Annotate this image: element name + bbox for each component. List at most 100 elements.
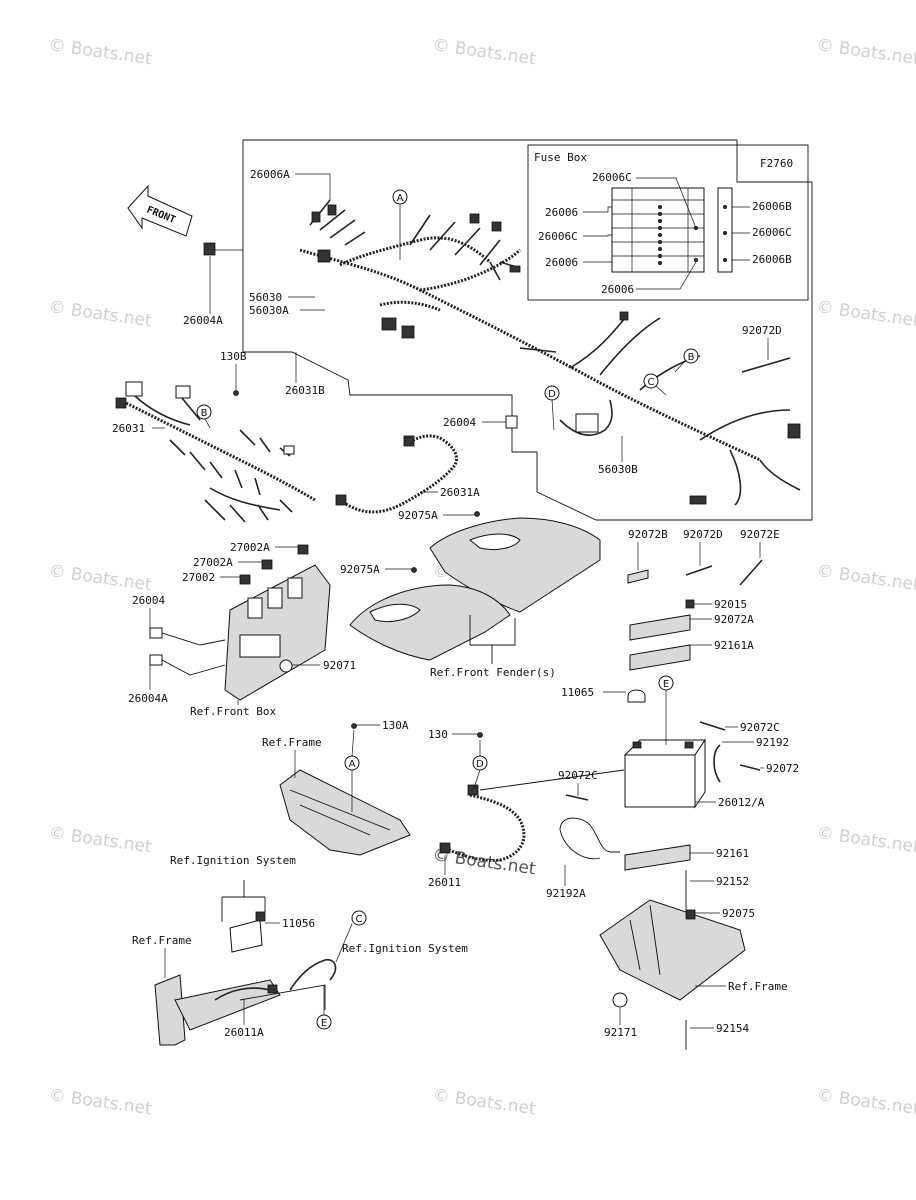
part-number: 92075	[722, 907, 755, 920]
part-number: 27002	[182, 571, 215, 584]
fuse-label: 26006	[545, 206, 578, 219]
watermark: © Boats.net	[47, 35, 153, 69]
watermark: © Boats.net	[47, 823, 153, 857]
callout-letter: A	[397, 193, 404, 204]
callout-letter: D	[548, 389, 556, 400]
callout-letter: A	[349, 759, 356, 770]
part-number: 26004A	[128, 692, 168, 705]
front-direction-arrow: FRONT	[127, 184, 193, 237]
watermark: © Boats.net	[815, 35, 916, 69]
part-number: 26011A	[224, 1026, 264, 1039]
fuse-spare-block	[717, 187, 733, 273]
part-number: 56030B	[598, 463, 638, 476]
watermark: © Boats.net	[47, 297, 153, 331]
part-number: 92072D	[683, 528, 723, 541]
part-number: 92171	[604, 1026, 637, 1039]
cable-26031A	[335, 434, 458, 514]
fuse-label: 26006C	[538, 230, 578, 243]
callout-letter: C	[648, 377, 655, 388]
ref-label: Ref.Ignition System	[342, 942, 468, 955]
part-number: 92072C	[740, 721, 780, 734]
part-number: 92075A	[340, 563, 380, 576]
callout-markers: A B B C D E A D C E	[196, 189, 699, 1030]
part-number: 56030A	[249, 304, 289, 317]
part-number: 92161A	[714, 639, 754, 652]
ref-label: Ref.Frame	[132, 934, 192, 947]
battery-cables	[439, 732, 625, 862]
callout-letter: B	[688, 352, 695, 363]
part-number: 56030	[249, 291, 282, 304]
ref-label: Ref.Frame	[262, 736, 322, 749]
watermark: © Boats.net	[47, 1085, 153, 1119]
part-number: 92161	[716, 847, 749, 860]
watermark: © Boats.net	[815, 823, 916, 857]
fuse-label: 26006	[545, 256, 578, 269]
fuse-box-frame	[527, 144, 809, 301]
part-number: 92072D	[742, 324, 782, 337]
callout-letter: E	[321, 1018, 327, 1029]
ref-label: Ref.Frame	[728, 980, 788, 993]
part-number: 26006A	[250, 168, 290, 181]
fuse-label: 26006B	[752, 200, 792, 213]
figure-code: F2760	[760, 157, 793, 170]
fuse-label: 26006	[601, 283, 634, 296]
part-number: 26031	[112, 422, 145, 435]
part-number: 92072B	[628, 528, 668, 541]
harness-26031	[115, 381, 316, 523]
part-number: 92071	[323, 659, 356, 672]
callout-letter: B	[201, 408, 208, 419]
part-number: 92075A	[398, 509, 438, 522]
watermark: © Boats.net	[815, 297, 916, 331]
part-labels: 26006A 26004A 56030 56030A 130B 26031B 9…	[112, 168, 799, 1039]
front-box-assembly	[149, 544, 331, 701]
fuse-box-title: Fuse Box	[534, 151, 587, 164]
part-number: 92072A	[714, 613, 754, 626]
battery-group	[559, 599, 761, 1050]
part-number: 92072C	[558, 769, 598, 782]
part-number: 27002A	[230, 541, 270, 554]
part-number: 26031A	[440, 486, 480, 499]
callout-letter: E	[663, 679, 669, 690]
callout-letter: C	[356, 914, 363, 925]
part-number: 11056	[282, 917, 315, 930]
part-number: 92154	[716, 1022, 749, 1035]
part-number: 11065	[561, 686, 594, 699]
harness-group-outline	[242, 139, 813, 521]
ref-label: Ref.Ignition System	[170, 854, 296, 867]
watermark: © Boats.net	[431, 35, 537, 69]
fuse-block	[611, 187, 705, 273]
fuse-label: 26006C	[752, 226, 792, 239]
part-number: 26004	[132, 594, 165, 607]
part-number: 26004A	[183, 314, 223, 327]
part-number: 26004	[443, 416, 476, 429]
watermark: © Boats.net	[815, 1085, 916, 1119]
ignition-frame-section	[154, 880, 337, 1046]
ref-label: Ref.Front Box	[190, 705, 276, 718]
main-wire-harness	[299, 199, 801, 506]
part-number: 92072E	[740, 528, 780, 541]
battery	[624, 754, 696, 808]
battery-tray	[599, 899, 746, 1008]
fuse-box-inset: Fuse Box 26006C 26006 26006C 26006 26006…	[527, 144, 809, 301]
part-number: 27002A	[193, 556, 233, 569]
reference-labels: Ref.Front Fender(s) Ref.Front Box Ref.Fr…	[132, 666, 788, 993]
part-number: 92192	[756, 736, 789, 749]
part-number: 26012/A	[718, 796, 765, 809]
part-number: 92152	[716, 875, 749, 888]
fuse-label: 26006B	[752, 253, 792, 266]
frame-section-1	[279, 723, 411, 856]
watermark: © Boats.net	[431, 1085, 537, 1119]
part-number: 92015	[714, 598, 747, 611]
part-number: 130	[428, 728, 448, 741]
front-fender-parts	[349, 511, 601, 664]
straps	[627, 357, 791, 586]
callout-letter: D	[476, 759, 484, 770]
watermark: © Boats.net	[47, 561, 153, 595]
part-number: 92192A	[546, 887, 586, 900]
part-number: 130B	[220, 350, 247, 363]
watermark: © Boats.net	[815, 561, 916, 595]
part-number: 92072	[766, 762, 799, 775]
part-number: 26031B	[285, 384, 325, 397]
part-number: 26011	[428, 876, 461, 889]
